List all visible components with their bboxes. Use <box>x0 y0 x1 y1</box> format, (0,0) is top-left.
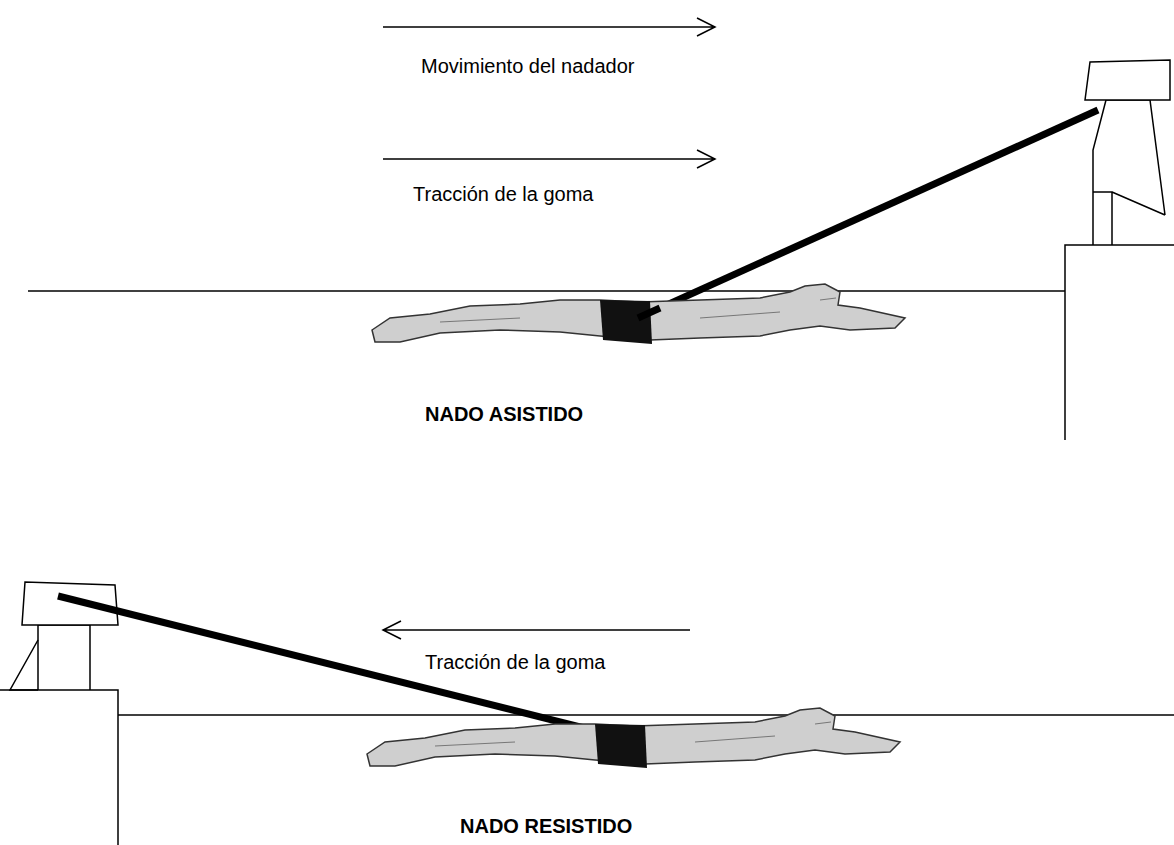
motion-arrow <box>383 18 715 36</box>
swimmer <box>367 708 900 768</box>
traction-arrow <box>383 150 715 168</box>
motion-label: Movimiento del nadador <box>421 55 634 78</box>
rubber-band <box>58 596 636 741</box>
figure-title: NADO RESISTIDO <box>460 815 632 838</box>
rubber-band <box>638 110 1098 318</box>
traction-label: Tracción de la goma <box>413 183 593 206</box>
traction-arrow <box>383 621 690 639</box>
pool-top <box>28 60 1174 440</box>
pool-bottom <box>0 582 1174 845</box>
band-attachment <box>638 308 660 318</box>
swimmer <box>372 284 905 344</box>
figure-title: NADO ASISTIDO <box>425 403 583 426</box>
traction-label: Tracción de la goma <box>425 651 605 674</box>
